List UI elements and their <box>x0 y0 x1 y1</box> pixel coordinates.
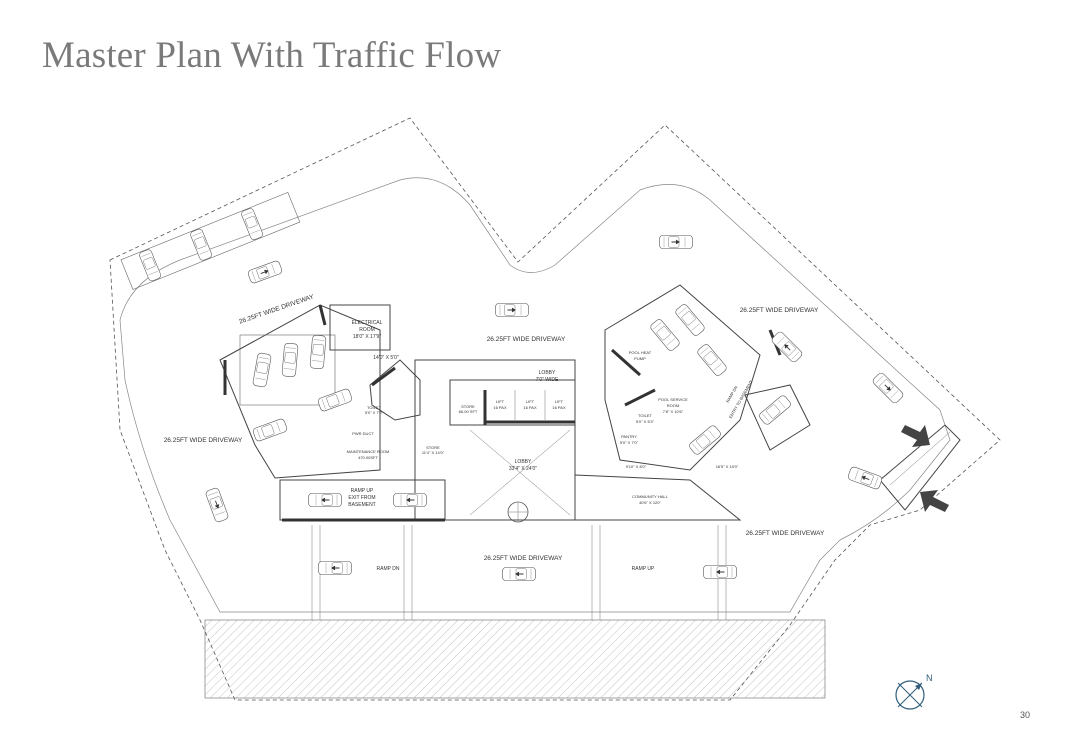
room-area: 66.00 SFT <box>459 409 478 414</box>
room-label: ROOM <box>667 403 679 408</box>
central-core <box>369 359 576 523</box>
driveway-label: 26.25FT WIDE DRIVEWAY <box>164 437 243 444</box>
room-label: PANTRY <box>621 434 637 439</box>
room-label: STORE <box>426 445 440 450</box>
room-dims: 5'0" X 6'3" <box>636 419 655 424</box>
room-label: ROOM <box>359 327 375 333</box>
room-label: PUMP <box>634 356 646 361</box>
room-label: EXIT FROM <box>348 495 375 501</box>
lift-label: LIFT <box>555 399 564 404</box>
north-compass-icon: N <box>895 673 933 710</box>
car-icon <box>496 303 529 317</box>
room-label: POOL SERVICE <box>658 397 688 402</box>
lift-capacity: 16 PAX <box>523 405 537 410</box>
page-title: Master Plan With Traffic Flow <box>42 35 502 76</box>
room-dims: 9'10" X 8'0" <box>626 464 647 469</box>
room-area: 470.00SFT <box>358 455 378 460</box>
room-label: STORE <box>461 404 475 409</box>
entry-arrow-icon <box>901 425 930 447</box>
east-block <box>604 284 811 471</box>
community-hall-block <box>574 474 742 521</box>
room-dims: 5'0" X 7'0" <box>620 440 639 445</box>
driveway-outline <box>119 177 951 613</box>
room-label: BASEMENT <box>348 502 376 508</box>
room-label: POOL HEAT <box>629 350 652 355</box>
room-dims: 11'4" X 14'0" <box>422 450 445 455</box>
lift-capacity: 16 PAX <box>493 405 507 410</box>
room-label: LOBBY <box>539 370 556 376</box>
room-label: TOILET <box>367 405 381 410</box>
parking-nw <box>120 191 301 290</box>
room-label: TOILET <box>638 413 652 418</box>
car-icon <box>247 260 283 284</box>
driveway-label: 26.25FT WIDE DRIVEWAY <box>238 293 315 325</box>
north-label: N <box>926 673 933 683</box>
lift-label: LIFT <box>526 399 535 404</box>
ramp-label: RAMP DN <box>377 566 400 572</box>
car-icon <box>847 466 883 490</box>
west-block <box>219 304 381 479</box>
driveway-label: 26.25FT WIDE DRIVEWAY <box>487 336 566 343</box>
room-dims: 7'8" X 10'6" <box>663 409 684 414</box>
room-dims: 14'0" X 5'0" <box>373 355 399 361</box>
room-dims: 7'0" WIDE <box>536 377 559 383</box>
room-label: MAINTENANCE ROOM <box>347 449 390 454</box>
car-icon <box>205 487 229 523</box>
room-dims: 18'0" X 17'9" <box>353 334 381 340</box>
page-number: 30 <box>1020 710 1031 720</box>
site-boundary <box>109 117 1001 701</box>
room-dims: 16'5" X 15'0" <box>716 464 739 469</box>
driveway-label: 26.25FT WIDE DRIVEWAY <box>484 555 563 562</box>
room-label: LOBBY <box>515 459 532 465</box>
car-icon <box>503 567 536 581</box>
room-dims: 33'4" X 24'0" <box>509 466 537 472</box>
car-icon <box>319 561 352 575</box>
car-icon <box>660 235 693 249</box>
ramp-label: RAMP UP <box>632 566 655 572</box>
room-label: PWR DUCT <box>352 431 374 436</box>
lift-capacity: 16 PAX <box>552 405 566 410</box>
room-dims: 5'0" X 7'0" <box>365 410 384 415</box>
room-dims: 40'6" X 120" <box>639 500 661 505</box>
lift-label: LIFT <box>496 399 505 404</box>
car-icon <box>872 372 905 405</box>
exit-arrow-icon <box>920 490 949 512</box>
car-icon <box>704 565 737 579</box>
hatched-setback <box>204 619 826 699</box>
room-label: ELECTRICAL <box>352 320 383 326</box>
driveway-label: 26.25FT WIDE DRIVEWAY <box>746 530 825 537</box>
room-label: RAMP UP <box>351 488 374 494</box>
room-label: COMMUNITY HALL <box>632 494 668 499</box>
driveway-label: 26.25FT WIDE DRIVEWAY <box>740 307 819 314</box>
